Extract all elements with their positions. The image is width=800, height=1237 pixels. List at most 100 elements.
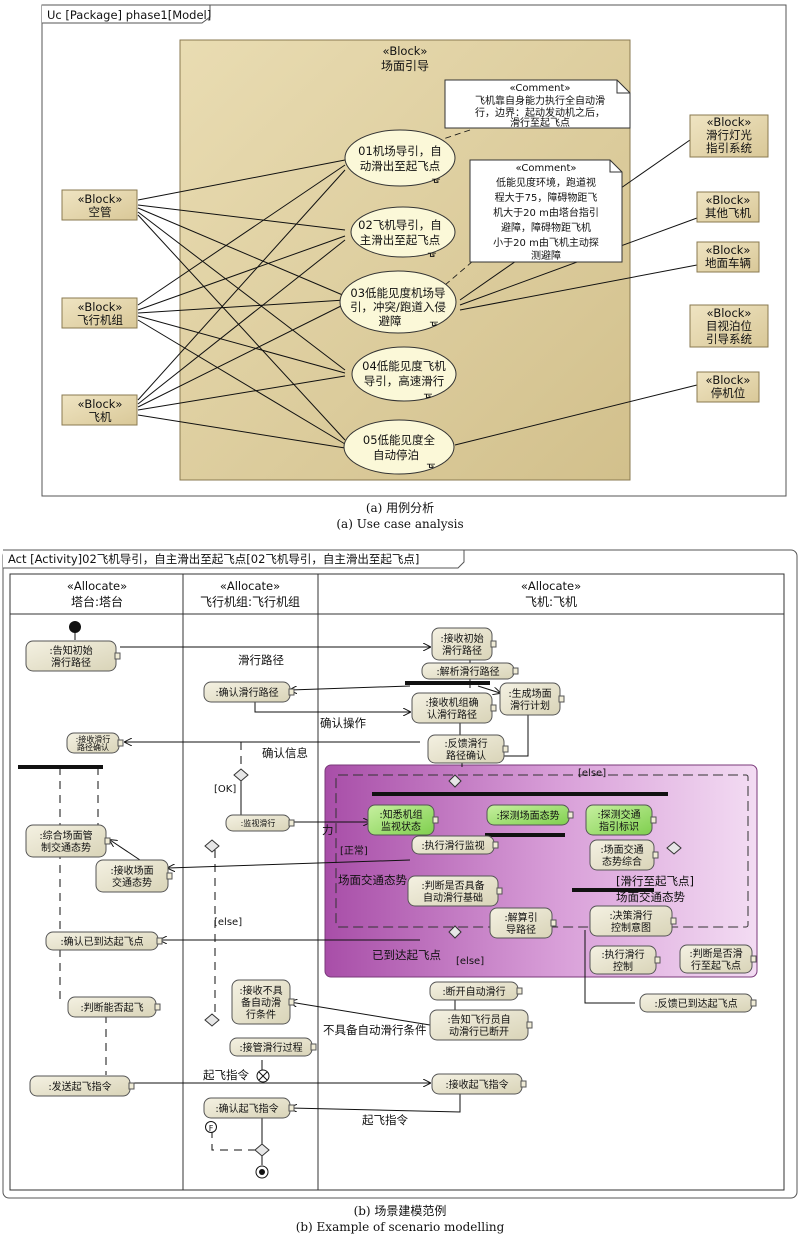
- output-pin: [490, 704, 497, 712]
- action-label: 控制: [613, 960, 633, 973]
- initial-node: [69, 621, 81, 633]
- actor-stereotype: «Block»: [707, 306, 752, 320]
- action-crew-monitor[interactable]: :监视滑行: [225, 814, 295, 832]
- actor-label: 空管: [89, 205, 112, 219]
- output-pin: [502, 745, 509, 753]
- uc-frame-title: Uc [Package] phase1[Model]: [47, 8, 211, 22]
- action-label: :告知初始: [49, 644, 92, 657]
- usecase-01[interactable]: 01机场导引，自 动滑出至起飞点 ᚗ: [344, 129, 456, 187]
- guard-label: [else]: [456, 956, 484, 967]
- actor-stand[interactable]: «Block» 停机位: [696, 371, 760, 403]
- action-label: :反馈已到达起飞点: [654, 997, 737, 1010]
- action-label: :接收滑行: [76, 734, 111, 744]
- output-pin: [670, 917, 677, 925]
- action-label: 行至起飞点: [691, 959, 741, 972]
- lane-title-aircraft: 飞机:飞机: [525, 595, 577, 609]
- action-ac-exec-monitor[interactable]: :执行滑行监视: [411, 835, 499, 855]
- flow-label: 确认信息: [262, 746, 308, 760]
- actor-ground-vehicle[interactable]: «Block» 地面车辆: [696, 241, 760, 273]
- output-pin: [114, 652, 121, 660]
- action-label: :断开自动滑行: [442, 985, 505, 998]
- comment-anchors: [439, 129, 481, 286]
- output-pin: [492, 841, 499, 849]
- usecase-05[interactable]: 05低能见度全 自动停泊 ᚗ: [343, 419, 455, 475]
- flow-label: 不具备自动滑行条件: [323, 1023, 427, 1037]
- lane-stereotype: «Allocate»: [220, 579, 280, 593]
- actor-atc[interactable]: «Block» 空管: [61, 189, 138, 221]
- fork-bars: [18, 681, 668, 892]
- caption-a-cn: (a) 用例分析: [365, 501, 435, 515]
- actor-stereotype: «Block»: [706, 373, 751, 387]
- action-label: :解算引: [504, 911, 537, 924]
- actor-stereotype: «Block»: [78, 397, 123, 411]
- action-crew-takeover[interactable]: :接管滑行过程: [229, 1037, 317, 1057]
- output-pin: [432, 816, 439, 824]
- comment-1-stereotype: «Comment»: [509, 83, 570, 94]
- action-ac-disconnect[interactable]: :断开自动滑行: [429, 981, 523, 1001]
- action-ac-parse[interactable]: :解析滑行路径: [421, 662, 519, 680]
- output-pin: [288, 819, 295, 827]
- action-label: :接收初始: [440, 632, 483, 645]
- action-ac-feedback-reach[interactable]: :反馈已到达起飞点: [639, 993, 757, 1013]
- action-tower-judge[interactable]: :判断能否起飞: [67, 996, 161, 1018]
- actor-label: 停机位: [711, 386, 746, 400]
- output-pin: [512, 667, 519, 675]
- flow-labels: 滑行路径 确认操作 确认信息 [OK] [else] 力 [正常] 场面交通态势…: [203, 653, 694, 1127]
- actor-visual-docking[interactable]: «Block» 目视泊位 引导系统: [689, 304, 769, 348]
- usecase-label: 05低能见度全: [363, 433, 436, 447]
- usecase-label: 引，冲突/跑道入侵: [350, 300, 446, 314]
- action-ac-recv-to[interactable]: :接收起飞指令: [431, 1073, 527, 1095]
- action-label: :接收起飞指令: [445, 1078, 508, 1091]
- usecase-label: 自动停泊: [373, 448, 419, 462]
- usecase-03[interactable]: 03低能见度机场导 引，冲突/跑道入侵 避障 ᚗ: [339, 270, 457, 334]
- action-tower-confirm-reach[interactable]: :确认已到达起飞点: [45, 931, 163, 951]
- action-label: :反馈滑行: [444, 737, 487, 750]
- action-label: :接收场面: [110, 864, 153, 877]
- action-label: :接收机组确: [425, 696, 478, 709]
- usecase-label: 01机场导引，自: [358, 144, 442, 158]
- act-frame-title: Act [Activity]02飞机导引，自主滑出至起飞点[02飞机导引，自主滑…: [8, 552, 419, 566]
- actor-crew[interactable]: «Block» 飞行机组: [61, 297, 138, 329]
- action-label: 路径确认: [77, 742, 109, 752]
- action-label: :发送起飞指令: [48, 1080, 111, 1093]
- caption-b-cn: (b) 场景建模范例: [353, 1204, 447, 1218]
- actor-label: 引导系统: [706, 332, 752, 346]
- usecase-04[interactable]: 04低能见度飞机 导引，高速滑行 ᚗ: [351, 346, 457, 402]
- action-ac-detect-surface[interactable]: :探测场面态势: [486, 804, 574, 826]
- action-label: :判断能否起飞: [80, 1001, 143, 1014]
- output-pin: [496, 887, 503, 895]
- usecase-02[interactable]: 02飞机导引，自 主滑出至起飞点 ᚗ: [350, 206, 456, 259]
- action-crew-confirm-path[interactable]: :确认滑行路径: [203, 681, 295, 703]
- action-crew-confirm-to[interactable]: :确认起飞指令: [203, 1097, 295, 1119]
- output-pin: [652, 851, 659, 859]
- actor-taxi-light[interactable]: «Block» 滑行灯光 指引系统: [689, 114, 769, 158]
- actor-stereotype: «Block»: [707, 115, 752, 129]
- guard-label: [滑行至起飞点]: [616, 874, 694, 888]
- lane-stereotype: «Allocate»: [67, 579, 127, 593]
- rake-icon: ᚗ: [426, 459, 435, 470]
- output-pin: [288, 998, 295, 1006]
- actor-aircraft[interactable]: «Block» 飞机: [61, 394, 138, 426]
- actor-other-aircraft[interactable]: «Block» 其他飞机: [696, 191, 760, 223]
- association-lines: [137, 139, 698, 449]
- action-tower-send[interactable]: :发送起飞指令: [29, 1075, 135, 1097]
- output-pin: [288, 688, 295, 696]
